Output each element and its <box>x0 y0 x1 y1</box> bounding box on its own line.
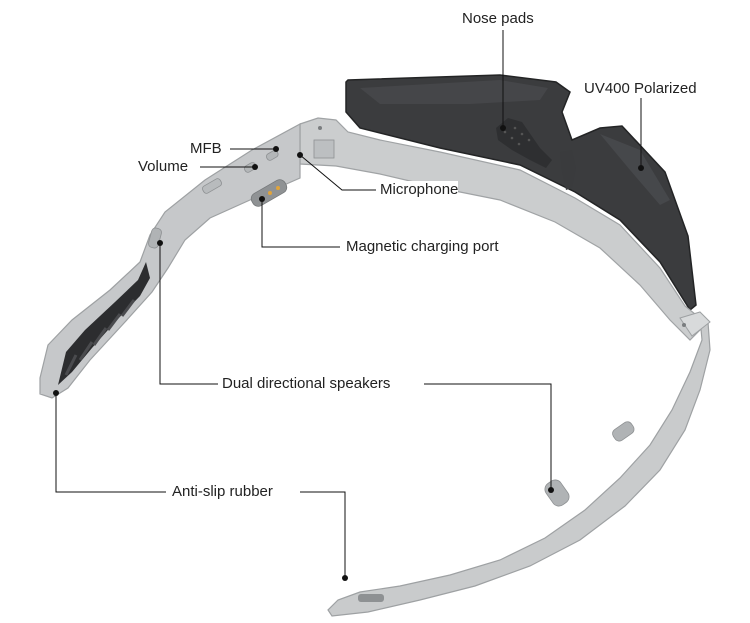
nose-pads <box>496 118 576 190</box>
leader-microphone <box>299 154 376 191</box>
leader-anti-slip-right <box>300 491 346 578</box>
leader-speakers <box>159 243 218 385</box>
leader-magnetic-port <box>261 199 340 248</box>
leader-speakers-right <box>424 383 552 490</box>
leader-dots <box>53 125 644 581</box>
label-volume: Volume <box>138 158 189 176</box>
label-magnetic-charging-port: Magnetic charging port <box>346 238 499 256</box>
label-mfb: MFB <box>190 140 222 158</box>
label-microphone: Microphone <box>380 181 459 199</box>
label-dual-directional-speakers: Dual directional speakers <box>222 375 391 393</box>
label-anti-slip-rubber: Anti-slip rubber <box>172 483 273 501</box>
lens <box>345 74 697 312</box>
label-uv400-polarized: UV400 Polarized <box>584 80 697 98</box>
leader-lines <box>55 30 642 578</box>
frame <box>39 117 711 617</box>
leader-anti-slip <box>55 393 166 493</box>
label-nose-pads: Nose pads <box>462 10 534 28</box>
